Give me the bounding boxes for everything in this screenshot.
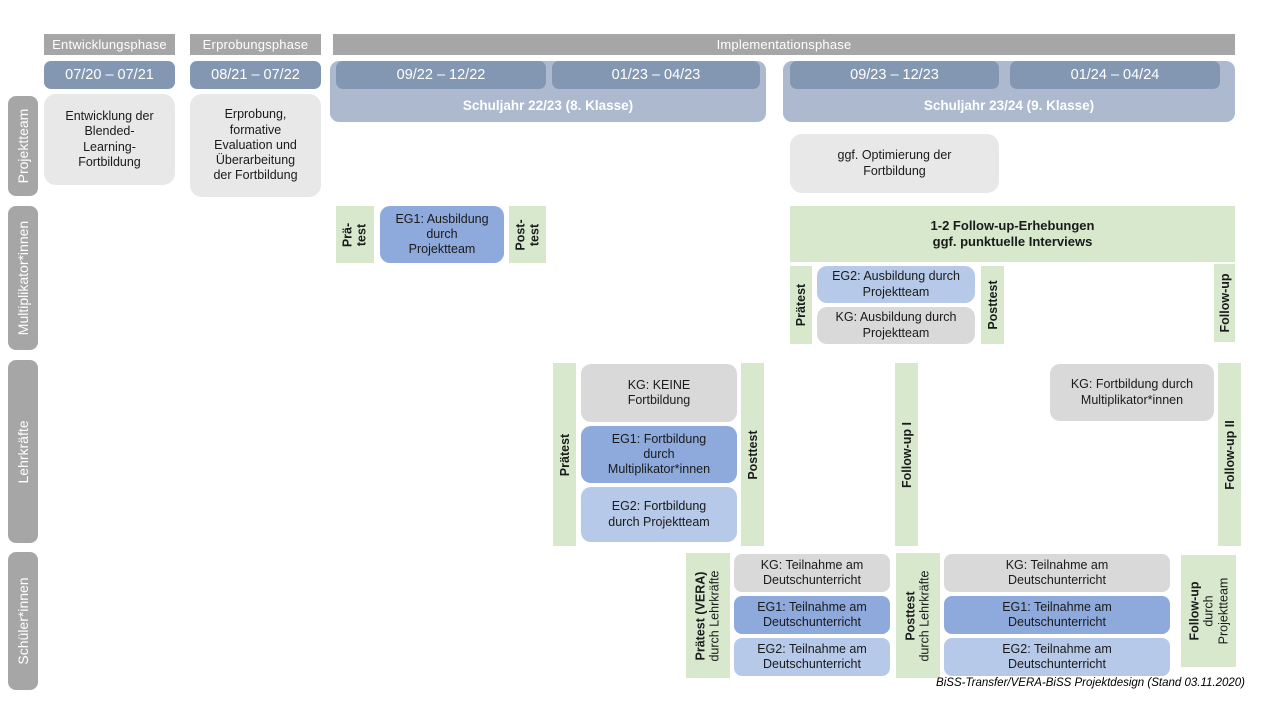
datebar-0922-1222: 09/22 – 12/22	[336, 61, 546, 89]
box-eg2-teilnahme-2: EG2: Teilnahme am Deutschunterricht	[944, 638, 1170, 676]
row-label-projektteam-text: Projektteam	[14, 108, 31, 184]
box-multiplikatoren-followup: Follow-up	[1214, 264, 1235, 342]
datebar-0124-0424: 01/24 – 04/24	[1010, 61, 1220, 89]
box-multiplikatoren-praetest-2: Prätest	[790, 266, 812, 344]
box-eg2-ausbildung-projektteam: EG2: Ausbildung durch Projektteam	[817, 266, 975, 303]
box-schueler-praetest-vera: Prätest (VERA) durch Lehrkräfte	[686, 553, 730, 678]
box-multiplikatoren-posttest-2: Posttest	[981, 266, 1004, 344]
box-kg-teilnahme-1: KG: Teilnahme am Deutschunterricht	[734, 554, 890, 592]
phase-header-implementationsphase: Implementationsphase	[333, 34, 1235, 55]
diagram-caption: BiSS-Transfer/VERA-BiSS Projektdesign (S…	[936, 677, 1245, 689]
box-lehrkraefte-praetest: Prätest	[553, 363, 576, 546]
box-eg1-fortbildung-multiplikatoren: EG1: Fortbildung durch Multiplikator*inn…	[581, 426, 737, 483]
praetest-1-text: Prä- test	[340, 222, 369, 247]
followup-2-text: Follow-up II	[1222, 419, 1237, 490]
row-label-multiplikatorinnen: Multiplikator*innen	[8, 206, 38, 350]
schueler-followup-main: Follow-up	[1186, 581, 1201, 641]
schueler-praetest-main: Prätest (VERA)	[693, 571, 708, 660]
box-entwicklung-fortbildung: Entwicklung der Blended- Learning- Fortb…	[44, 94, 175, 185]
posttest-2-text: Posttest	[985, 280, 1000, 330]
box-lehrkraefte-posttest: Posttest	[741, 363, 764, 546]
phase-header-erprobungsphase: Erprobungsphase	[190, 34, 321, 55]
multiplikatoren-followup-text: Follow-up	[1217, 273, 1232, 333]
schueler-followup-text: Follow-up durch Projektteam	[1187, 578, 1230, 645]
row-label-schuelerinnen-text: Schüler*innen	[14, 577, 31, 665]
datebar-0720-0721: 07/20 – 07/21	[44, 61, 175, 89]
row-label-lehrkraefte: Lehrkräfte	[8, 360, 38, 543]
box-schueler-followup: Follow-up durch Projektteam	[1181, 555, 1236, 667]
row-label-multiplikatorinnen-text: Multiplikator*innen	[14, 220, 31, 336]
box-kg-ausbildung-projektteam: KG: Ausbildung durch Projektteam	[817, 307, 975, 344]
box-kg-fortbildung-multiplikatoren: KG: Fortbildung durch Multiplikator*inne…	[1050, 364, 1214, 421]
box-optimierung-fortbildung: ggf. Optimierung der Fortbildung	[790, 134, 999, 193]
schueler-posttest-main: Posttest	[903, 590, 918, 641]
row-label-projektteam: Projektteam	[8, 96, 38, 196]
row-label-schuelerinnen: Schüler*innen	[8, 552, 38, 690]
followup-1-text: Follow-up I	[899, 421, 914, 488]
praetest-2-text: Prätest	[793, 283, 808, 327]
box-schueler-posttest: Posttest durch Lehrkräfte	[896, 553, 940, 678]
box-lehrkraefte-followup-2: Follow-up II	[1218, 363, 1241, 546]
banner-followup-erhebungen: 1-2 Follow-up-Erhebungen ggf. punktuelle…	[790, 206, 1235, 262]
schueler-posttest-sub: durch Lehrkräfte	[918, 569, 932, 662]
schueler-praetest-text: Prätest (VERA) durch Lehrkräfte	[694, 570, 723, 661]
row-label-lehrkraefte-text: Lehrkräfte	[14, 419, 31, 484]
box-lehrkraefte-followup-1: Follow-up I	[895, 363, 918, 546]
box-eg2-fortbildung-projektteam: EG2: Fortbildung durch Projektteam	[581, 487, 737, 542]
schueler-followup-sub: durch Projektteam	[1201, 577, 1230, 645]
box-eg1-teilnahme-2: EG1: Teilnahme am Deutschunterricht	[944, 596, 1170, 634]
schueler-posttest-text: Posttest durch Lehrkräfte	[904, 570, 933, 661]
datebar-0123-0423: 01/23 – 04/23	[552, 61, 760, 89]
phase-header-entwicklungsphase: Entwicklungsphase	[44, 34, 175, 55]
datebar-0821-0722: 08/21 – 07/22	[190, 61, 321, 89]
box-kg-keine-fortbildung: KG: KEINE Fortbildung	[581, 364, 737, 422]
datebar-0923-1223: 09/23 – 12/23	[790, 61, 999, 89]
box-multiplikatoren-posttest-1: Post- test	[509, 206, 546, 263]
schueler-praetest-sub: durch Lehrkräfte	[708, 569, 722, 662]
lehrkraefte-praetest-text: Prätest	[557, 433, 572, 476]
posttest-1-text: Post- test	[513, 218, 542, 251]
box-erprobung-evaluation: Erprobung, formative Evaluation und Über…	[190, 94, 321, 197]
box-eg1-teilnahme-1: EG1: Teilnahme am Deutschunterricht	[734, 596, 890, 634]
box-eg2-teilnahme-1: EG2: Teilnahme am Deutschunterricht	[734, 638, 890, 676]
lehrkraefte-posttest-text: Posttest	[745, 429, 760, 480]
box-multiplikatoren-praetest-1: Prä- test	[336, 206, 374, 263]
box-eg1-ausbildung-projektteam: EG1: Ausbildung durch Projektteam	[380, 206, 504, 263]
box-kg-teilnahme-2: KG: Teilnahme am Deutschunterricht	[944, 554, 1170, 592]
